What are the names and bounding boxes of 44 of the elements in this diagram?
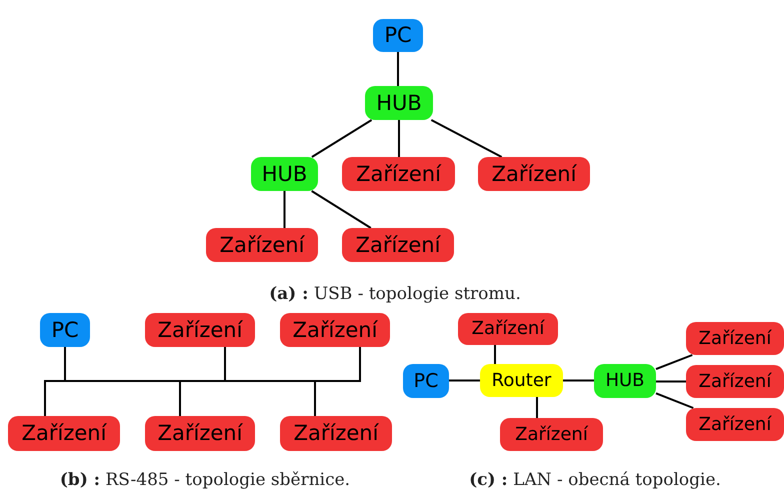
connector-line <box>656 354 693 370</box>
device-box: Zařízení <box>342 157 455 191</box>
bus-line <box>44 380 361 382</box>
connector-line <box>563 380 594 382</box>
connector-line <box>284 191 286 228</box>
computer-box: PC <box>40 313 90 347</box>
connector-line <box>449 380 480 382</box>
connector-line <box>656 392 694 409</box>
connector-line <box>656 380 686 382</box>
device-box: Zařízení <box>145 416 255 451</box>
connector-line <box>224 347 226 380</box>
device-box: Zařízení <box>500 418 603 451</box>
device-box: Zařízení <box>686 322 784 355</box>
device-box: Zařízení <box>145 313 255 347</box>
device-box: Zařízení <box>342 228 454 262</box>
router-box: Router <box>480 364 563 397</box>
connector-line <box>44 382 46 416</box>
device-box: Zařízení <box>206 228 318 262</box>
hub-box: HUB <box>251 157 318 191</box>
device-box: Zařízení <box>686 365 784 398</box>
hub-box: HUB <box>594 364 656 398</box>
connector-line <box>398 120 400 157</box>
figure-caption: (b) : RS-485 - topologie sběrnice. <box>58 469 352 492</box>
connector-line <box>314 382 316 416</box>
hub-box: HUB <box>365 86 433 120</box>
connector-line <box>311 190 372 229</box>
connector-line <box>311 119 372 158</box>
computer-box: PC <box>403 364 449 398</box>
device-box: Zařízení <box>280 416 392 451</box>
figure-caption: (a) : USB - topologie stromu. <box>268 283 522 306</box>
device-box: Zařízení <box>478 157 590 191</box>
connector-line <box>64 347 66 380</box>
connector-line <box>359 347 361 380</box>
connector-line <box>430 119 502 158</box>
connector-line <box>179 382 181 416</box>
connector-line <box>397 52 399 86</box>
device-box: Zařízení <box>686 408 784 441</box>
computer-box: PC <box>373 19 423 52</box>
connector-line <box>494 345 496 364</box>
figure-caption: (c) : LAN - obecná topologie. <box>468 469 722 492</box>
device-box: Zařízení <box>458 313 558 345</box>
device-box: Zařízení <box>280 313 390 347</box>
connector-line <box>536 397 538 418</box>
device-box: Zařízení <box>8 416 120 451</box>
